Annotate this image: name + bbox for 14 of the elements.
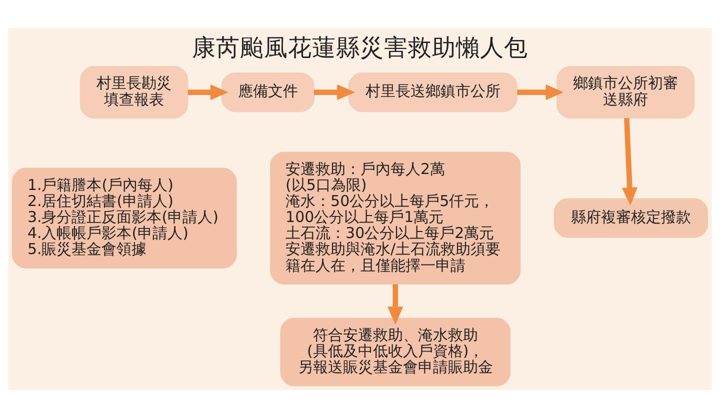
arrow (188, 84, 228, 100)
arrow (517, 84, 564, 100)
arrow (622, 117, 638, 205)
arrow (388, 284, 404, 324)
node-box: 符合安遷救助、淹水救助(具低及中低收入戶資格)，另報送賑災基金會申請賑助金 (280, 317, 510, 386)
node-box: 縣府複審核定撥款 (554, 198, 708, 238)
node-box: 村里長勘災填查報表 (80, 66, 188, 118)
arrow (314, 84, 355, 100)
node-box: 1.戶籍謄本(戶內每人) 2.居住切結書(申請人) 3.身分證正反面影本(申請人) 4.入帳帳戶影本(申請人) 5.賑災基金會領據 (12, 167, 237, 268)
diagram-title: 康芮颱風花蓮縣災害救助懶人包 (192, 32, 528, 61)
node-box: 村里長送鄉鎮市公所 (348, 72, 518, 112)
node-box: 應備文件 (221, 72, 314, 112)
node-box: 安遷救助：戶內每人2萬(以5口為限) 淹水：50公分以上每戶5仟元，100公分以上每戶1萬元 土石流：30公分以上每戶2萬元 安遷救助與淹水/土石流救助須要籍在人在，且僅能擇一申請 (270, 151, 521, 284)
node-box: 鄉鎮市公所初審送縣府 (556, 66, 695, 118)
